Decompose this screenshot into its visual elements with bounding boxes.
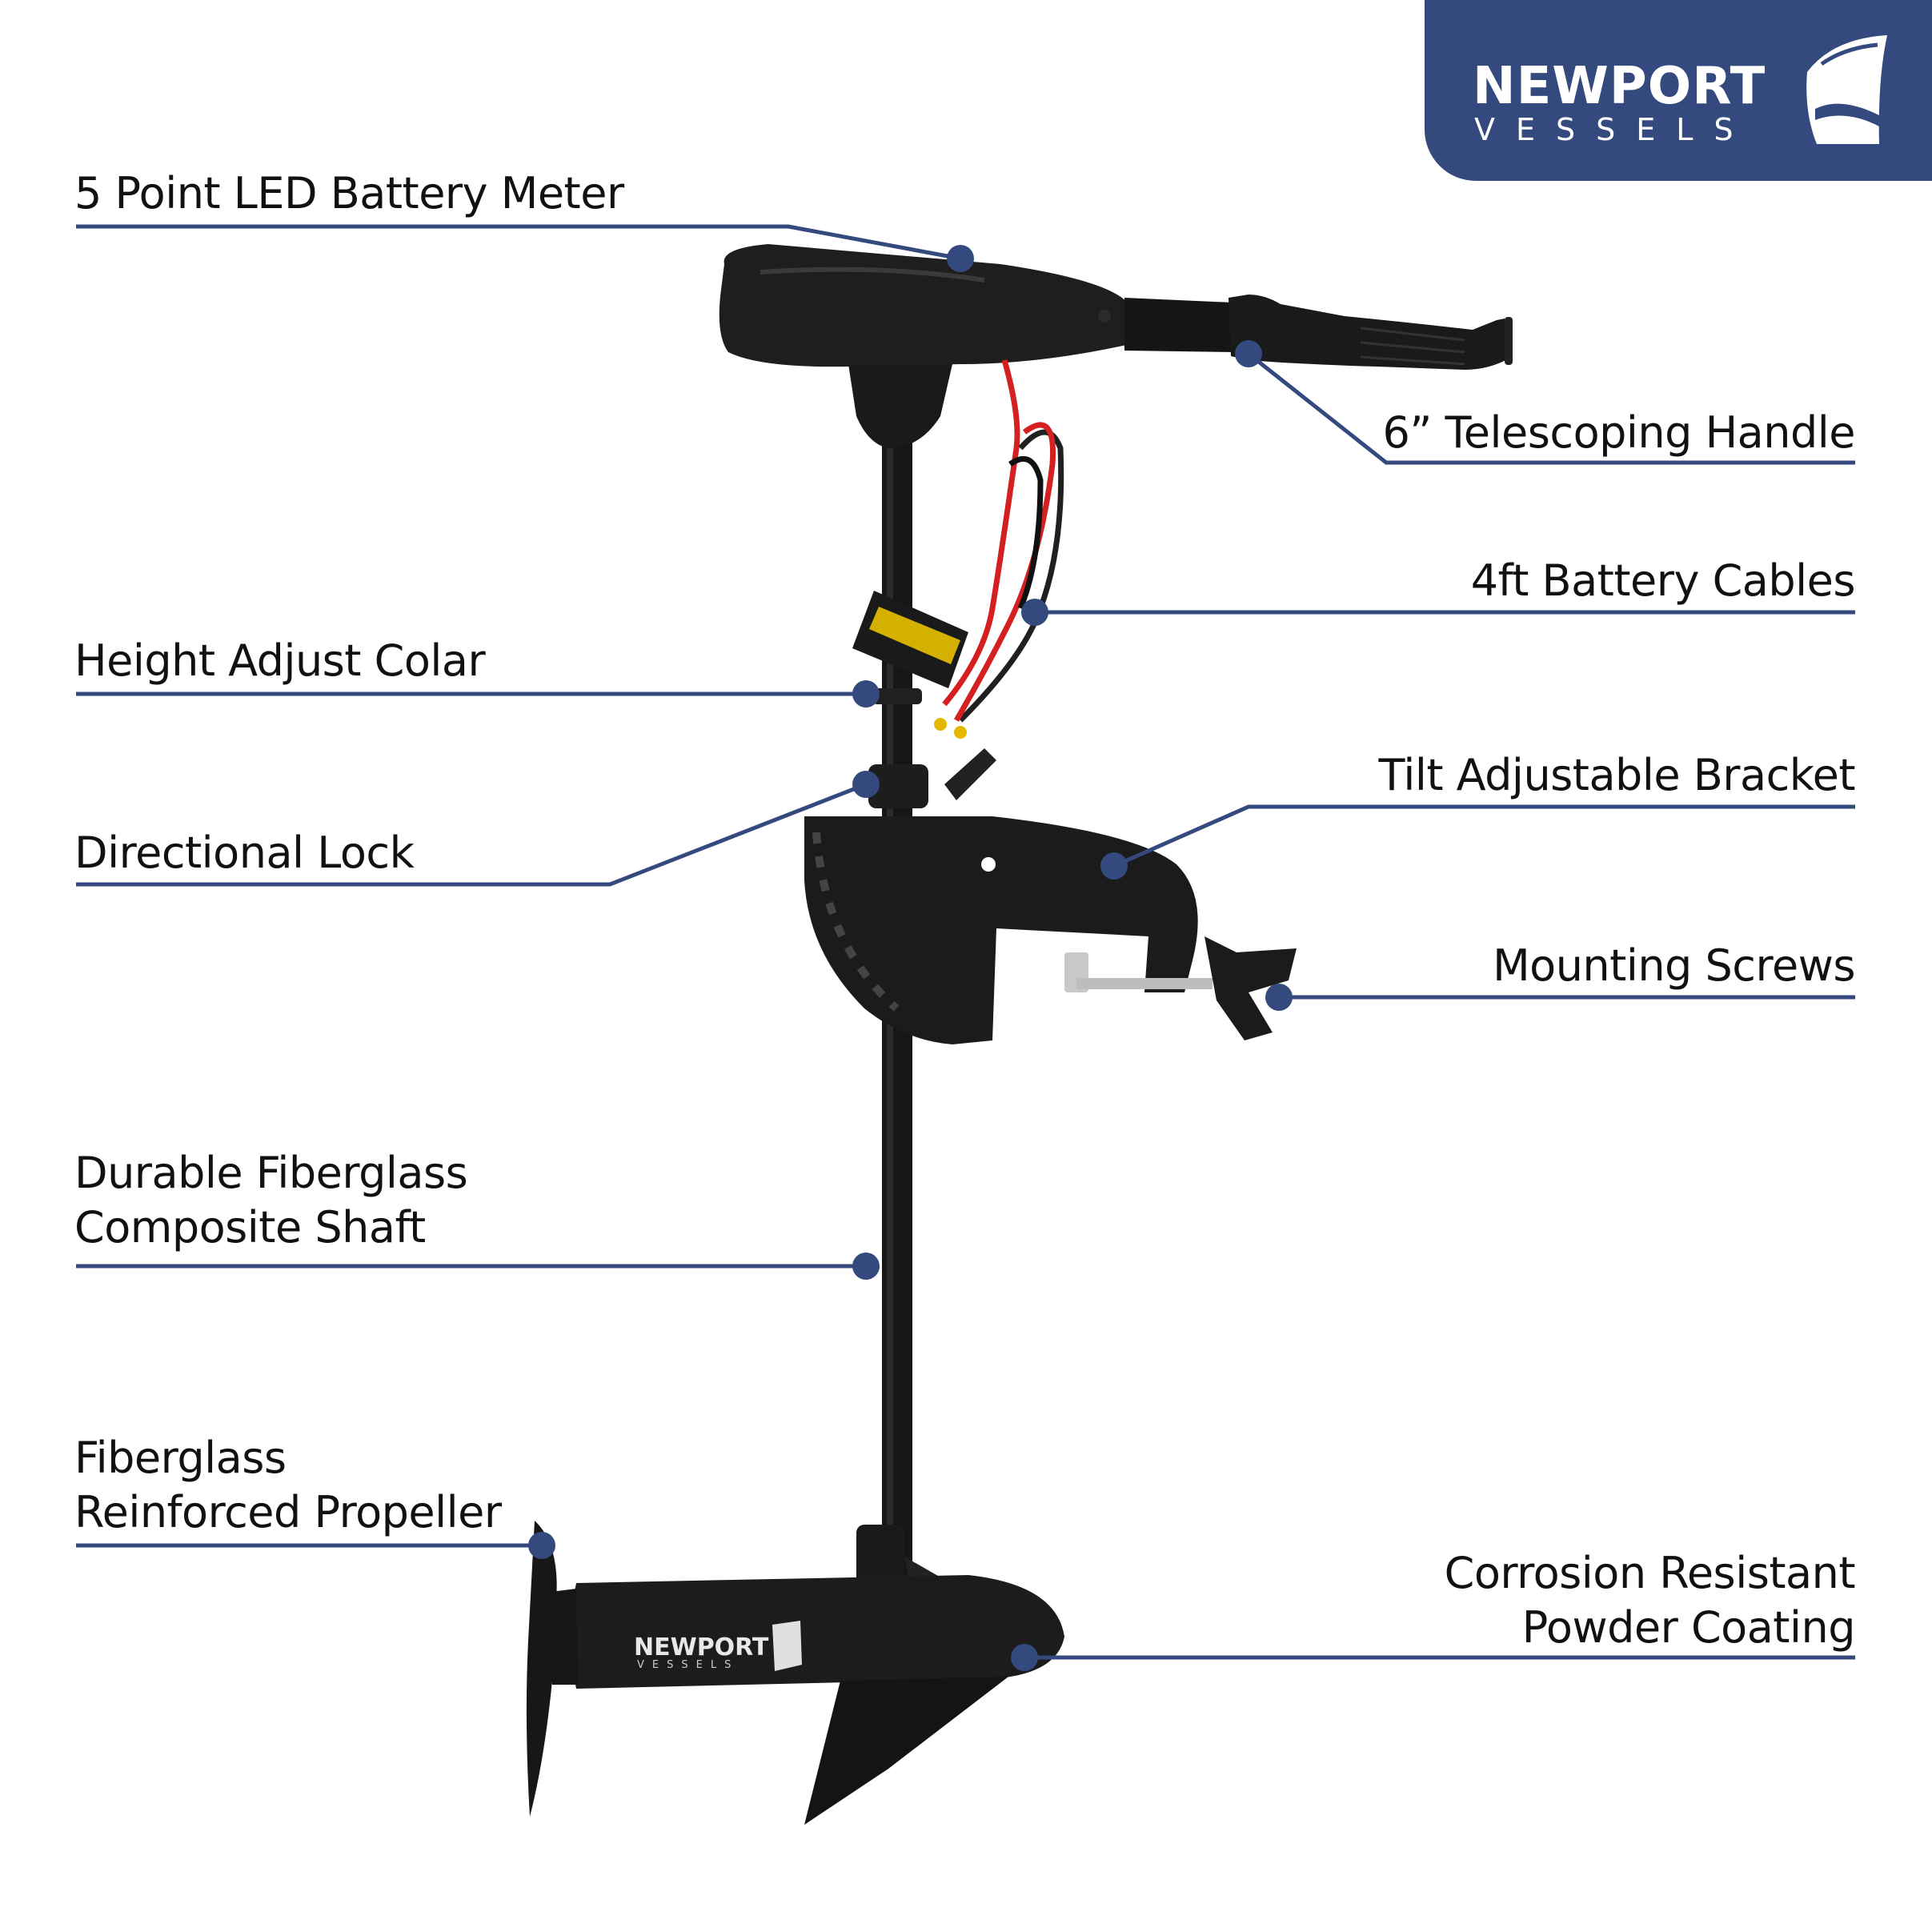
height-adjust-collar xyxy=(872,688,922,704)
warning-tag xyxy=(852,591,968,688)
label-shaft: Durable Fiberglass Composite Shaft xyxy=(74,1146,468,1255)
leader-directional-lock xyxy=(76,782,867,887)
trolling-motor-illustration: NEWPORT VESSELS xyxy=(526,244,1513,1825)
callout-dots xyxy=(528,245,1293,1671)
label-line: Corrosion Resistant xyxy=(1444,1548,1856,1598)
brand-subname: VESSELS xyxy=(1474,112,1754,147)
motor-head xyxy=(719,244,1133,448)
propeller-blade xyxy=(526,1521,557,1817)
telescoping-handle xyxy=(1124,295,1513,370)
label-directional-lock: Directional Lock xyxy=(74,826,415,880)
label-battery-cables: 4ft Battery Cables xyxy=(1470,554,1856,608)
tilt-bracket xyxy=(804,816,1198,1044)
label-line: Tilt Adjustable Bracket xyxy=(1378,750,1856,800)
led-battery-meter xyxy=(1098,310,1111,323)
label-line: 6” Telescoping Handle xyxy=(1382,407,1856,458)
mounting-screw xyxy=(1064,936,1297,1040)
brand-logo: NEWPORT VESSELS xyxy=(1425,0,1932,181)
directional-lock-knob xyxy=(868,764,928,808)
motor-decal-brand: NEWPORT xyxy=(634,1633,769,1661)
label-propeller: Fiberglass Reinforced Propeller xyxy=(74,1431,502,1540)
lower-unit: NEWPORT VESSELS xyxy=(526,1521,1064,1825)
leader-lines xyxy=(76,224,1855,1660)
leader-battery-meter xyxy=(76,224,961,261)
label-line: 5 Point LED Battery Meter xyxy=(74,168,624,218)
label-line: Height Adjust Colar xyxy=(74,635,486,686)
label-line: Composite Shaft xyxy=(74,1202,426,1253)
boat-sail-icon xyxy=(1806,35,1887,144)
battery-cables xyxy=(934,359,1064,739)
label-tilt-bracket: Tilt Adjustable Bracket xyxy=(1379,748,1856,803)
label-mounting-screws: Mounting Screws xyxy=(1493,939,1855,993)
label-line: Mounting Screws xyxy=(1493,940,1855,991)
leader-telescoping-handle xyxy=(1247,352,1855,465)
label-height-collar: Height Adjust Colar xyxy=(74,634,486,688)
label-coating: Corrosion Resistant Powder Coating xyxy=(1444,1546,1856,1655)
brand-name: NEWPORT xyxy=(1473,57,1766,116)
leader-tilt-bracket xyxy=(1112,804,1855,868)
label-line: Fiberglass xyxy=(74,1433,287,1483)
label-line: Directional Lock xyxy=(74,828,415,878)
motor-decal-sub: VESSELS xyxy=(637,1659,739,1671)
label-telescoping-handle: 6” Telescoping Handle xyxy=(1383,406,1856,460)
label-line: Powder Coating xyxy=(1521,1602,1856,1653)
label-line: Durable Fiberglass xyxy=(74,1148,468,1198)
label-battery-meter: 5 Point LED Battery Meter xyxy=(74,166,624,221)
label-line: 4ft Battery Cables xyxy=(1470,555,1856,606)
label-line: Reinforced Propeller xyxy=(74,1487,502,1537)
